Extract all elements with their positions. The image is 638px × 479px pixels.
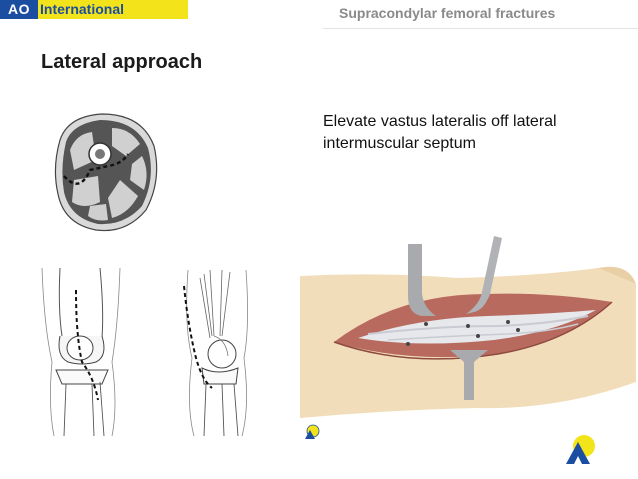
knee-lateral-view-illustration [183,269,248,437]
slide-title: Lateral approach [41,51,203,73]
logo-name: International [40,1,125,17]
ao-small-logo-icon [305,424,320,439]
ao-triangle-logo-icon [566,435,595,464]
thigh-cross-section-illustration [54,113,158,232]
header-title: Supracondylar femoral fractures [339,5,556,21]
ao-international-logo: AO International [0,0,188,19]
slide-caption: Elevate vastus lateralis off lateral int… [323,113,557,152]
surgical-exposure-illustration [300,236,636,418]
knee-anterior-view-illustration [41,267,121,437]
header-divider [323,28,638,29]
logo-ao-mark: AO [0,0,38,19]
